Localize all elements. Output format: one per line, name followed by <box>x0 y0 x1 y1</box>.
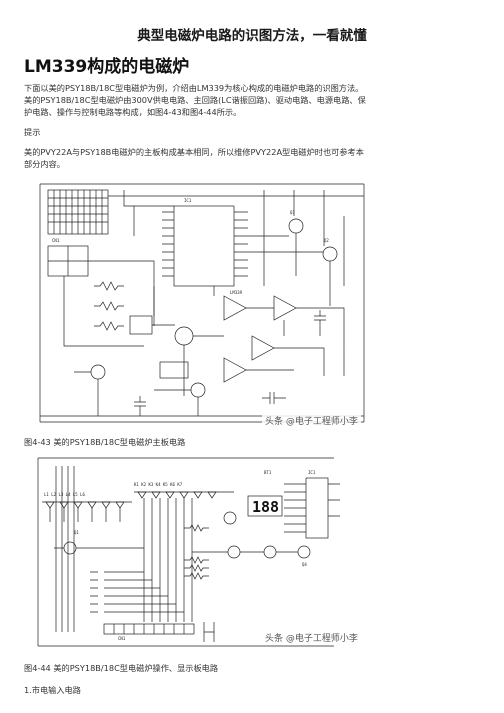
svg-text:CN1: CN1 <box>118 636 126 641</box>
svg-text:Q4: Q4 <box>302 562 307 567</box>
subsection-heading: 1.市电输入电路 <box>24 685 81 695</box>
figure-1-caption: 图4-43 美的PSY18B/18C型电磁炉主板电路 <box>24 437 186 447</box>
svg-text:Q2: Q2 <box>324 238 329 243</box>
watermark-figure-1: 头条 @电子工程师小李 <box>262 413 361 428</box>
svg-text:LM339: LM339 <box>230 290 243 295</box>
svg-text:Q1: Q1 <box>290 210 295 215</box>
svg-text:BT1: BT1 <box>264 470 272 475</box>
intro-line-1: 下面以美的PSY18B/18C型电磁炉为例，介绍由LM339为核心构成的电磁炉电… <box>24 83 364 93</box>
figure-2-caption: 图4-44 美的PSY18B/18C型电磁炉操作、显示板电路 <box>24 663 219 673</box>
section-heading: LM339构成的电磁炉 <box>24 57 190 77</box>
watermark-figure-2: 头条 @电子工程师小李 <box>262 630 361 645</box>
svg-text:IC1: IC1 <box>184 198 192 203</box>
page-title: 典型电磁炉电路的识图方法，一看就懂 <box>137 28 367 44</box>
svg-text:L1 L2 L3 L4 L5 L6: L1 L2 L3 L4 L5 L6 <box>44 492 86 497</box>
svg-text:IC1: IC1 <box>308 470 316 475</box>
intro-line-2: 美的PSY18B/18C型电磁炉由300V供电电路、主回路(LC谐振回路)、驱动… <box>24 95 366 105</box>
tip-paragraph: 美的PVY22A与PSY18B电磁炉的主板构成基本相同，所以维修PVY22A型电… <box>24 146 482 170</box>
svg-text:CN1: CN1 <box>52 238 60 243</box>
tip-label: 提示 <box>24 127 41 137</box>
tip-line-1: 美的PVY22A与PSY18B电磁炉的主板构成基本相同，所以维修PVY22A型电… <box>24 147 364 157</box>
seven-segment-display: 188 <box>252 498 279 516</box>
figure-main-board-schematic: IC1 LM339 CN1 Q1 Q2 <box>34 176 370 428</box>
intro-line-3: 护电路、操作与控制电路等构成，如图4-43和图4-44所示。 <box>24 107 242 117</box>
svg-text:K1 K2 K3 K4 K5 K6 K7: K1 K2 K3 K4 K5 K6 K7 <box>134 482 183 487</box>
svg-text:Q1: Q1 <box>74 530 79 535</box>
figure-display-board-schematic: BT1 IC1 L1 L2 L3 L4 L5 L6 K1 K2 K3 K4 K5… <box>34 452 370 652</box>
intro-paragraph: 下面以美的PSY18B/18C型电磁炉为例，介绍由LM339为核心构成的电磁炉电… <box>24 82 482 118</box>
tip-line-2: 部分内容。 <box>24 159 65 169</box>
